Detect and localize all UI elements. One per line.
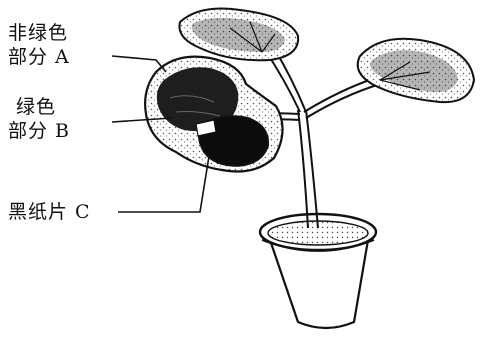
label-green-line2: 部分 B xyxy=(8,120,70,142)
experiment-leaf xyxy=(145,57,282,172)
label-black-paper-c: 黑纸片 C xyxy=(8,201,91,223)
label-non-green-line1: 非绿色 xyxy=(8,22,68,44)
flower-pot xyxy=(260,214,376,328)
label-non-green-line2: 部分 A xyxy=(8,46,70,68)
upper-leaf xyxy=(179,9,298,61)
right-leaf xyxy=(358,39,474,102)
label-green-line1: 绿色 xyxy=(16,96,56,118)
